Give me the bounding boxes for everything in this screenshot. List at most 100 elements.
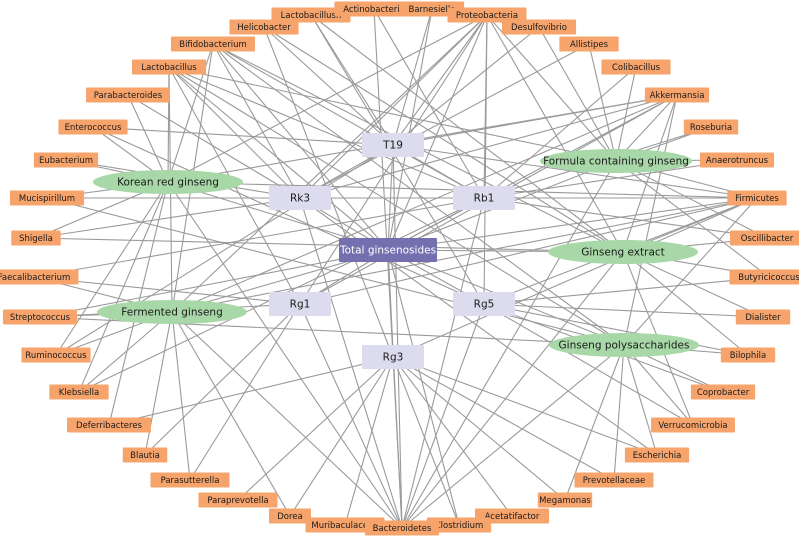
- edge-korean-parabacteroides: [127, 94, 169, 183]
- edge-rk3-proteobacteria: [299, 14, 488, 199]
- node-label-roseburia: Roseburia: [690, 123, 732, 133]
- edge-total-lactobacillus: [168, 66, 389, 251]
- node-shape-bifidobacterium: [171, 36, 255, 52]
- node-dorea: Dorea: [269, 508, 311, 524]
- edge-total-barnesiella: [387, 8, 433, 251]
- edge-t19-helicobacter: [263, 26, 394, 146]
- node-bifidobacterium: Bifidobacterium: [171, 36, 255, 52]
- edge-polysac-firmicutes: [623, 197, 758, 346]
- node-shape-parabacteroides: [86, 87, 170, 103]
- node-clostridium: Clostridium: [426, 517, 492, 533]
- node-eubacterium: Eubacterium: [33, 152, 99, 168]
- node-shape-prevotellaceae: [574, 472, 654, 488]
- node-shape-alistipes: [559, 36, 619, 52]
- node-shape-klebsiella: [49, 384, 109, 400]
- edge-rb1-actinobacteria: [373, 8, 485, 199]
- node-colibacillus: Colibacillus: [601, 59, 671, 75]
- edge-rg5-proteobacteria: [483, 14, 488, 305]
- node-label-bifidobacterium: Bifidobacterium: [179, 40, 247, 50]
- node-actinobacteria: Actinobacteria: [334, 1, 414, 17]
- node-alistipes: Allistipes: [559, 36, 619, 52]
- node-coprobacter: Coprobacter: [690, 384, 756, 400]
- edge-rg3-actinobacteria: [373, 8, 394, 358]
- edge-extract-proteobacteria: [486, 14, 624, 253]
- node-label-enterococcus: Enterococcus: [65, 123, 122, 133]
- node-label-ruminococcus: Ruminococcus: [25, 351, 87, 361]
- node-label-coprobacter: Coprobacter: [697, 388, 750, 398]
- edge-extract-helicobacter: [263, 26, 624, 253]
- node-shape-firmicutes: [727, 190, 787, 206]
- node-firmicutes: Firmicutes: [727, 190, 787, 206]
- edge-rg1-firmicutes: [299, 197, 758, 305]
- edge-formula-lactobacillus: [168, 66, 617, 162]
- node-shape-helicobacter: [229, 19, 299, 35]
- node-label-fermented: Fermented ginseng: [121, 307, 222, 319]
- node-shape-clostridium: [426, 517, 492, 533]
- node-verrucomicrobia: Verrucomicrobia: [651, 417, 735, 433]
- edge-polysac-bacteroidetes: [401, 344, 625, 529]
- node-total: Total ginsenosides: [339, 238, 437, 262]
- node-shape-paraprevotella: [198, 492, 278, 508]
- edge-rg3-acetatifactor: [392, 356, 513, 517]
- node-label-rg5: Rg5: [474, 299, 495, 311]
- edge-polysac-verrucomicrobia: [623, 344, 694, 426]
- edge-rg3-megamonas: [392, 356, 566, 501]
- node-shape-rg3: [362, 345, 424, 369]
- node-shape-faecalibacterium: [0, 269, 79, 285]
- node-fermented: Fermented ginseng: [97, 300, 247, 324]
- node-shape-extract: [548, 240, 698, 264]
- node-label-paraprevotella: Paraprevotella: [207, 496, 268, 506]
- node-label-clostridium: Clostridium: [435, 521, 484, 531]
- edge-formula-desulfovibrio: [538, 26, 617, 162]
- edge-fermented-klebsiella: [78, 311, 173, 393]
- edge-total-streptococcus: [39, 249, 389, 318]
- node-shape-streptococcus: [2, 309, 78, 325]
- node-paraprevotella: Paraprevotella: [198, 492, 278, 508]
- node-mucispirillum: Mucispirillum: [9, 190, 85, 206]
- edge-rk3-alistipes: [299, 43, 590, 199]
- node-label-parabacteroides: Parabacteroides: [94, 91, 163, 101]
- edge-extract-bacteroidetes: [401, 251, 624, 529]
- node-shape-lactobacillush: [271, 7, 351, 23]
- node-label-helicobacter: Helicobacter: [237, 23, 291, 33]
- edge-korean-proteobacteria: [167, 14, 488, 183]
- node-rg1: Rg1: [269, 292, 331, 316]
- node-shape-bacteroidetes: [364, 520, 440, 536]
- node-akkermansia: Akkermansia: [644, 87, 710, 103]
- node-shape-proteobacteria: [447, 7, 527, 23]
- edge-rg3-firmicutes: [392, 197, 758, 358]
- edge-rb1-bacteroidetes: [401, 197, 485, 529]
- node-deferribacteres: Deferribacteres: [67, 417, 151, 433]
- node-label-shigella: Shigella: [19, 234, 53, 244]
- node-label-oscillibacter: Oscillibacter: [741, 234, 794, 244]
- edge-formula-oscillibacter: [615, 160, 768, 239]
- node-shape-mucispirillum: [9, 190, 85, 206]
- node-shape-rk3: [269, 186, 331, 210]
- edge-total-proteobacteria: [387, 14, 488, 251]
- edge-layer: [33, 8, 770, 529]
- node-t19: T19: [362, 133, 424, 157]
- edge-t19-bacteroidetes: [392, 144, 403, 529]
- edge-korean-klebsiella: [78, 181, 169, 393]
- node-label-actinobacteria: Actinobacteria: [343, 5, 405, 15]
- node-shape-enterococcus: [58, 119, 128, 135]
- node-acetatifactor: Acetatifactor: [474, 508, 550, 524]
- node-proteobacteria: Proteobacteria: [447, 7, 527, 23]
- edge-t19-firmicutes: [392, 144, 758, 199]
- node-shape-verrucomicrobia: [651, 417, 735, 433]
- edge-formula-bacteroidetes: [401, 160, 617, 529]
- node-label-formula: Formula containing ginseng: [543, 156, 689, 168]
- node-shape-oscillibacter: [729, 230, 799, 246]
- node-shape-dialister: [735, 309, 791, 325]
- node-label-streptococcus: Streptococcus: [10, 313, 71, 323]
- edge-rg3-prevotellaceae: [392, 356, 615, 481]
- edge-total-clostridium: [387, 249, 460, 526]
- node-label-dorea: Dorea: [277, 512, 303, 522]
- edge-extract-shigella: [35, 237, 624, 253]
- edge-t19-enterococcus: [92, 126, 394, 146]
- node-label-dialister: Dialister: [745, 313, 781, 323]
- edge-rk3-bacteroidetes: [299, 197, 403, 529]
- node-label-akkermansia: Akkermansia: [650, 91, 705, 101]
- edge-rg5-verrucomicrobia: [483, 303, 694, 426]
